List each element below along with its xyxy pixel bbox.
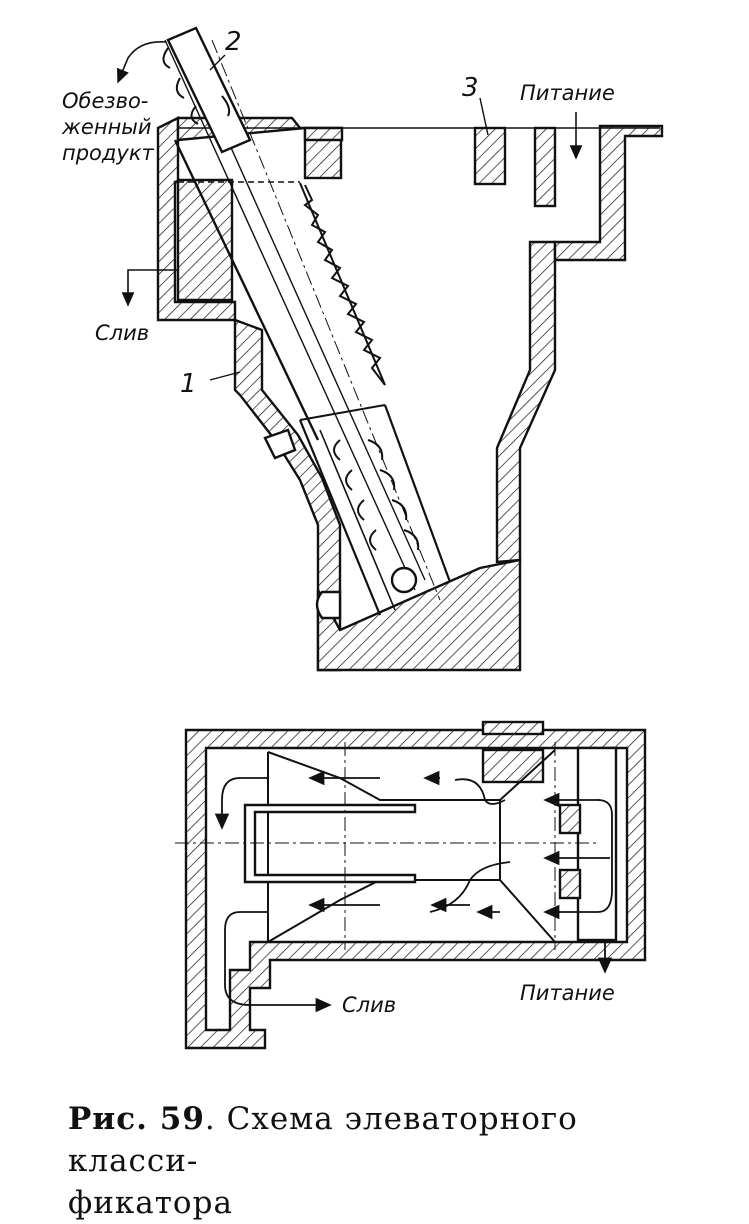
screw-shaft — [164, 39, 416, 591]
label-dewatered-1: Обезво- — [62, 89, 148, 113]
side-flange — [263, 428, 297, 460]
right-wall — [495, 240, 557, 564]
figure-caption: Рис. 59. Схема элеваторного класси-фикат… — [68, 1098, 708, 1224]
label-num-1: 1 — [180, 369, 197, 399]
label-feed-bottom: Питание — [520, 981, 615, 1005]
label-drain-top: Слив — [95, 321, 149, 345]
label-drain-bottom: Слив — [342, 993, 396, 1017]
tank-bottom — [316, 558, 522, 672]
outer-frame — [184, 728, 647, 1050]
trough-upper-wall — [173, 139, 320, 441]
caption-text: . Схема элеваторного класси- — [68, 1101, 578, 1179]
plan-view — [175, 720, 647, 1050]
partition-3 — [473, 126, 507, 186]
label-num-3: 3 — [462, 73, 479, 103]
plan-feed-chamber — [576, 746, 618, 942]
elevator-classifier-diagram: Обезво- женный продукт Питание Слив 1 2 … — [61, 26, 664, 1050]
caption-figure-number: Рис. 59 — [68, 1101, 205, 1137]
screw-upper-tube — [166, 26, 252, 154]
dewatered-arrow — [117, 41, 167, 84]
section-view — [117, 26, 664, 672]
plan-trough — [267, 749, 556, 943]
left-bearing — [315, 590, 342, 620]
label-dewatered-3: продукт — [62, 141, 155, 165]
label-feed-top: Питание — [520, 81, 615, 105]
bottom-roller — [390, 566, 418, 594]
label-dewatered-2: женный — [61, 115, 152, 139]
feed-chute — [553, 124, 664, 262]
plan-top-block — [481, 748, 545, 784]
serrated-baffle — [303, 184, 386, 386]
drain-arrow-top — [121, 269, 178, 307]
label-num-2: 2 — [225, 27, 242, 57]
partition-small — [533, 126, 557, 208]
screw-flights — [162, 47, 420, 551]
plan-casing — [243, 803, 417, 884]
caption-text-line2: фикатора — [68, 1185, 233, 1221]
flow-arrows — [214, 770, 613, 1013]
